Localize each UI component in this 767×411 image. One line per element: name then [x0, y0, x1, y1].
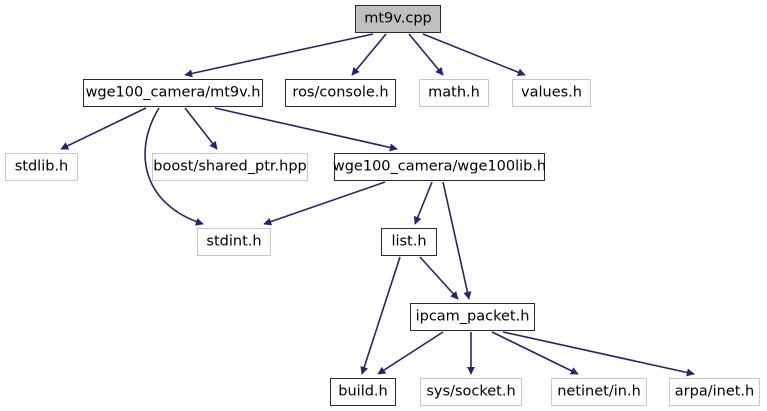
node-label: list.h — [391, 233, 427, 250]
node-label: ros/console.h — [292, 84, 389, 101]
node-ros-console-h[interactable]: ros/console.h — [285, 79, 396, 107]
edge-wge100lib_h-list_h — [413, 181, 433, 225]
node-label: build.h — [338, 383, 388, 400]
edge-wge100lib_h-stdint_h — [263, 181, 386, 226]
node-arpa-inet-h[interactable]: arpa/inet.h — [669, 378, 760, 406]
edge-mt9v_h-stdlib_h — [60, 107, 147, 150]
node-label: values.h — [521, 84, 582, 101]
node-label: boost/shared_ptr.hpp — [153, 158, 307, 175]
edge-mt9v_cpp-values_h — [422, 33, 526, 77]
node-label: math.h — [428, 84, 480, 101]
node-sys-socket-h[interactable]: sys/socket.h — [420, 378, 522, 406]
edge-list_h-build_h — [360, 256, 401, 375]
node-ipcam-packet-h[interactable]: ipcam_packet.h — [410, 303, 535, 331]
node-label: netinet/in.h — [557, 383, 641, 400]
node-boost-shared-ptr-hpp[interactable]: boost/shared_ptr.hpp — [152, 153, 308, 181]
node-math-h[interactable]: math.h — [419, 79, 489, 107]
edge-list_h-ipcam_packet — [419, 256, 459, 300]
node-wge100-camera-wge100lib-h[interactable]: wge100_camera/wge100lib.h — [333, 153, 546, 181]
edge-mt9v_cpp-mt9v_h — [184, 33, 374, 78]
node-stdlib-h[interactable]: stdlib.h — [5, 153, 78, 181]
edge-mt9v_cpp-math_h — [408, 33, 444, 76]
node-values-h[interactable]: values.h — [512, 79, 591, 107]
node-stdint-h[interactable]: stdint.h — [197, 228, 271, 256]
edge-ipcam_packet-arpa_inet — [502, 331, 695, 377]
edge-mt9v_h-wge100lib_h — [214, 107, 398, 152]
node-label: mt9v.cpp — [364, 10, 432, 27]
edge-ipcam_packet-build_h — [377, 331, 444, 375]
node-label: wge100_camera/wge100lib.h — [332, 158, 547, 175]
node-label: sys/socket.h — [426, 383, 516, 400]
edge-mt9v_cpp-ros_console — [351, 33, 387, 76]
node-wge100-camera-mt9v-h[interactable]: wge100_camera/mt9v.h — [83, 79, 263, 107]
edge-ipcam_packet-netinet_in — [491, 331, 579, 375]
node-label: ipcam_packet.h — [415, 308, 530, 325]
node-label: stdint.h — [206, 233, 262, 250]
node-list-h[interactable]: list.h — [381, 228, 437, 256]
node-label: wge100_camera/mt9v.h — [85, 84, 261, 101]
node-label: stdlib.h — [14, 158, 69, 175]
node-build-h[interactable]: build.h — [330, 378, 396, 406]
node-netinet-in-h[interactable]: netinet/in.h — [551, 378, 647, 406]
node-label: arpa/inet.h — [674, 383, 755, 400]
edge-mt9v_h-boost_sp — [184, 107, 218, 150]
edge-wge100lib_h-ipcam_packet — [442, 181, 472, 300]
node-mt9v-cpp[interactable]: mt9v.cpp — [355, 5, 441, 33]
